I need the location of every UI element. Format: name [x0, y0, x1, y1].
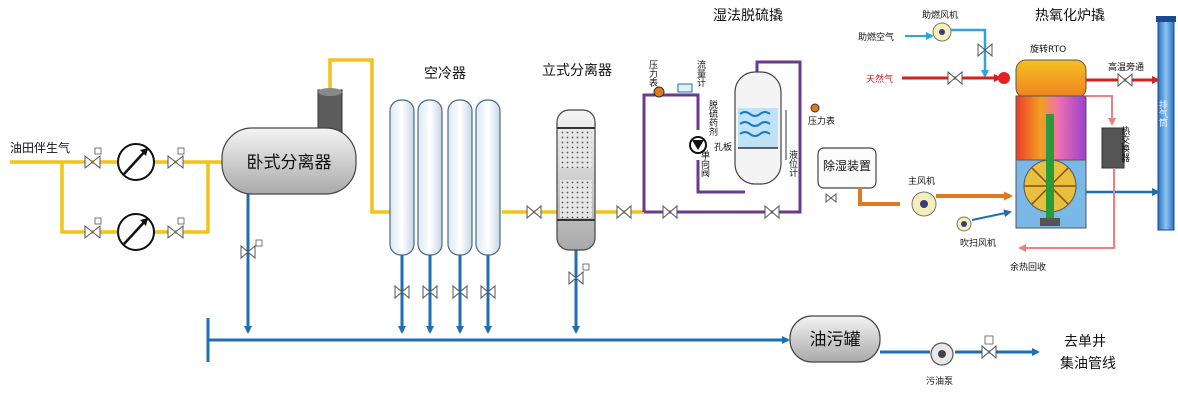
gas-inlet-gauges: 油田伴生气	[10, 140, 185, 251]
air-cooler-label: 空冷器	[424, 66, 466, 82]
natural-gas-label: 天然气	[866, 73, 893, 85]
dehumidifier: 除湿装置	[817, 147, 877, 204]
pressure-gauge-label: 压力表	[647, 60, 658, 88]
oil-pump: 污油泵	[926, 335, 997, 387]
horizontal-separator: 卧式分离器	[221, 88, 357, 260]
oil-gathering-line-label: 集油管线	[1060, 355, 1116, 372]
liquid-lines	[206, 194, 1040, 362]
wet-desulfurization-skid: 湿法脱硫撬 压力表 流量计 单向阀 脱硫药剂 孔板 液位计 压力表	[616, 8, 835, 220]
purge-fan: 吹扫风机	[956, 209, 1012, 249]
flow-meter-label: 流量计	[695, 59, 706, 88]
main-fan: 主风机	[858, 175, 1013, 217]
pressure-gauge-right-label: 压力表	[808, 115, 835, 127]
vertical-separator: 立式分离器	[526, 62, 612, 286]
purple-lines	[642, 60, 802, 214]
main-fan-label: 主风机	[908, 175, 935, 187]
level-gauge-label: 液位计	[787, 149, 798, 178]
vertical-separator-label: 立式分离器	[542, 62, 612, 79]
rotary-rto-label: 旋转RTO	[1030, 43, 1066, 55]
thermal-oxidizer: 热氧化炉撬 助燃风机 助燃空气 旋转RTO 天然气 高温旁通 热交换器	[858, 8, 1160, 273]
gas-source-label: 油田伴生气	[10, 140, 70, 155]
waste-heat-label: 余热回收	[1010, 261, 1046, 273]
oil-tank-label: 油污罐	[810, 330, 861, 350]
wet-desulfurization-label: 湿法脱硫撬	[713, 8, 783, 24]
oil-tank: 油污罐	[789, 315, 881, 363]
chimney: 排气筒	[1156, 16, 1176, 231]
thermal-oxidizer-label: 热氧化炉撬	[1035, 8, 1105, 24]
desulfurizer-label: 脱硫药剂	[707, 99, 718, 137]
air-cooler: 空冷器	[389, 66, 501, 300]
to-single-well-label: 去单井	[1064, 334, 1106, 350]
chimney-label: 排气筒	[1157, 99, 1168, 128]
check-valve-label: 单向阀	[699, 149, 710, 178]
oil-pump-label: 污油泵	[926, 375, 953, 387]
horizontal-separator-label: 卧式分离器	[247, 153, 332, 173]
purge-fan-label: 吹扫风机	[960, 237, 996, 249]
high-temp-bypass-label: 高温旁通	[1108, 61, 1144, 73]
dehumidifier-label: 除湿装置	[823, 158, 871, 173]
assist-air-label: 助燃空气	[858, 31, 894, 43]
heat-exchanger-label: 热交换器	[1119, 125, 1130, 162]
assist-fan-label: 助燃风机	[922, 9, 958, 21]
orifice-plate-label: 孔板	[714, 141, 732, 153]
